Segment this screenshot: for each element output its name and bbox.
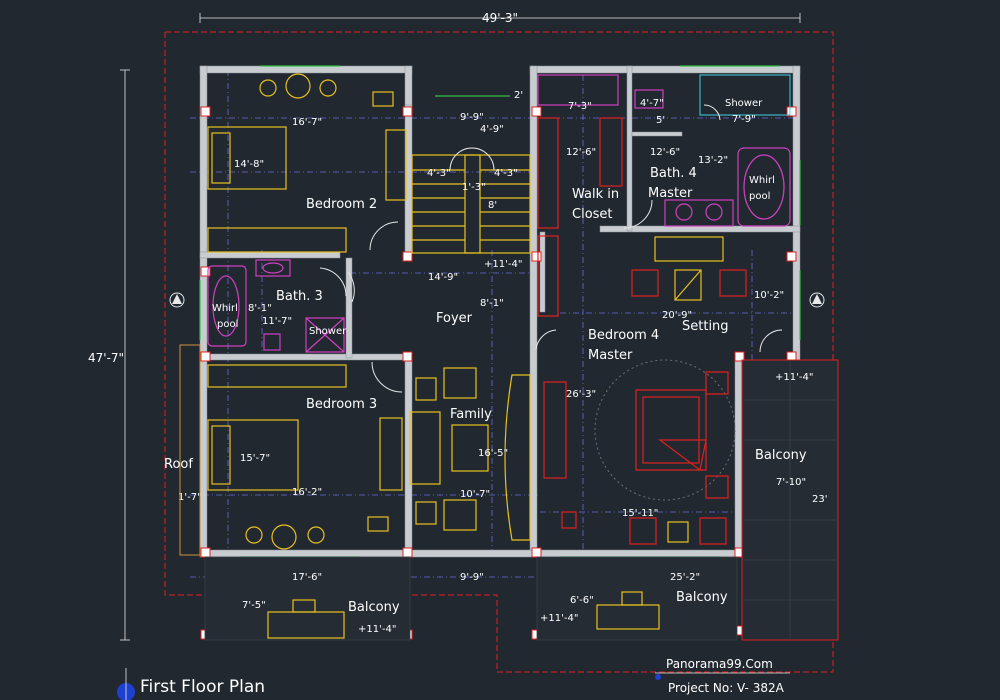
whirlpool-left-line1: Whirl (212, 303, 238, 314)
site-boundary (164, 31, 834, 673)
plan-title: First Floor Plan (140, 677, 265, 697)
dim-11-4-top: +11'-4" (484, 259, 522, 270)
dim-26-3: 26'-3" (566, 389, 596, 400)
bedroom2-furniture (207, 73, 407, 253)
dim-4-3b: 4'-3" (494, 168, 518, 179)
dim-11-4-right: +11'-4" (775, 372, 813, 383)
dim-4-3a: 4'-3" (427, 168, 451, 179)
whirlpool-right-line1: Whirl (749, 175, 775, 186)
dim-14-8: 14'-8" (234, 159, 264, 170)
room-label-bath3: Bath. 3 (276, 289, 323, 304)
dim-7-5: 7'-5" (242, 600, 266, 611)
dim-15-11: 15'-11" (622, 508, 658, 519)
room-label-bedroom3: Bedroom 3 (306, 397, 377, 412)
dim-11-4-bl: +11'-4" (358, 624, 396, 635)
dim-15-7: 15'-7" (240, 453, 270, 464)
balcony-bottom-paving (204, 556, 738, 641)
staircase (411, 147, 531, 254)
dim-10-2: 10'-2" (754, 290, 784, 301)
shower-left-label: Shower (309, 326, 347, 337)
room-label-walkin-line2: Closet (572, 207, 613, 222)
room-label-bath4-line1: Bath. 4 (650, 166, 697, 181)
dim-4-7: 4'-7" (640, 98, 664, 109)
room-label-setting: Setting (682, 319, 729, 334)
room-label-bath4-line2: Master (648, 186, 693, 201)
title-marker (117, 668, 135, 700)
dim-5: 5' (656, 115, 665, 126)
dim-20-9: 20'-9" (662, 310, 692, 321)
room-label-balcony-bottom-right: Balcony (676, 590, 728, 605)
dim-8-1b: 8'-1" (480, 298, 504, 309)
dim-14-9: 14'-9" (428, 272, 458, 283)
dim-11-7: 11'-7" (262, 316, 292, 327)
dim-8: 8' (488, 200, 497, 211)
dim-16-2: 16'-2" (292, 487, 322, 498)
room-label-bedroom4-line2: Master (588, 348, 633, 363)
dim-11-4-br: +11'-4" (540, 613, 578, 624)
room-label-balcony-right: Balcony (755, 448, 807, 463)
walkin-closet (537, 74, 653, 317)
room-label-family: Family (450, 407, 492, 422)
dim-23: 23' (812, 494, 827, 505)
dim-9-9-bottom: 9'-9" (460, 572, 484, 583)
dim-12-6a: 12'-6" (566, 147, 596, 158)
room-label-walkin-line1: Walk in (572, 187, 619, 202)
dim-8-1a: 8'-1" (248, 303, 272, 314)
whirlpool-left-line2: pool (217, 319, 238, 330)
project-number: Project No: V- 382A (668, 681, 785, 695)
dim-25-2: 25'-2" (670, 572, 700, 583)
room-label-bedroom4-line1: Bedroom 4 (588, 328, 659, 343)
family-furniture (347, 271, 557, 541)
dim-1-7: 1'-7" (178, 492, 202, 503)
dim-7-10: 7'-10" (776, 477, 806, 488)
dim-7-9: 7'-9" (732, 114, 756, 125)
bath4-fixtures (634, 74, 791, 227)
brand-label: Panorama99.Com (666, 657, 773, 671)
dim-1-3: 1'-3" (462, 182, 486, 193)
whirlpool-right-line2: pool (749, 191, 770, 202)
overall-width-dimension: 49'-3" (482, 11, 518, 25)
dim-4-9: 4'-9" (480, 124, 504, 135)
bath3-fixtures (207, 259, 347, 353)
dim-16-7: 16'-7" (292, 117, 322, 128)
dim-16-5: 16'-5" (478, 448, 508, 459)
dim-13-2: 13'-2" (698, 155, 728, 166)
dim-17-6: 17'-6" (292, 572, 322, 583)
walls (199, 65, 801, 558)
bedroom4-furniture (543, 359, 736, 545)
dim-6-6: 6'-6" (570, 595, 594, 606)
shower-right-label: Shower (725, 98, 763, 109)
room-label-foyer: Foyer (436, 311, 473, 326)
overall-dimensions (120, 13, 801, 641)
footer-bullet (655, 674, 661, 680)
overall-depth-dimension: 47'-7" (88, 351, 124, 365)
roof-strip (179, 344, 201, 556)
dim-12-6b: 12'-6" (650, 147, 680, 158)
dim-2: 2' (514, 90, 523, 101)
dim-10-7: 10'-7" (460, 489, 490, 500)
room-label-balcony-bottom-left: Balcony (348, 600, 400, 615)
room-label-roof: Roof (164, 457, 193, 472)
dim-9-9-top: 9'-9" (460, 112, 484, 123)
balcony-right-paving (741, 359, 839, 641)
bedroom3-furniture (207, 361, 403, 550)
setting-furniture (631, 236, 783, 353)
dim-7-3: 7'-3" (568, 101, 592, 112)
room-label-bedroom2: Bedroom 2 (306, 197, 377, 212)
section-markers (169, 292, 825, 308)
